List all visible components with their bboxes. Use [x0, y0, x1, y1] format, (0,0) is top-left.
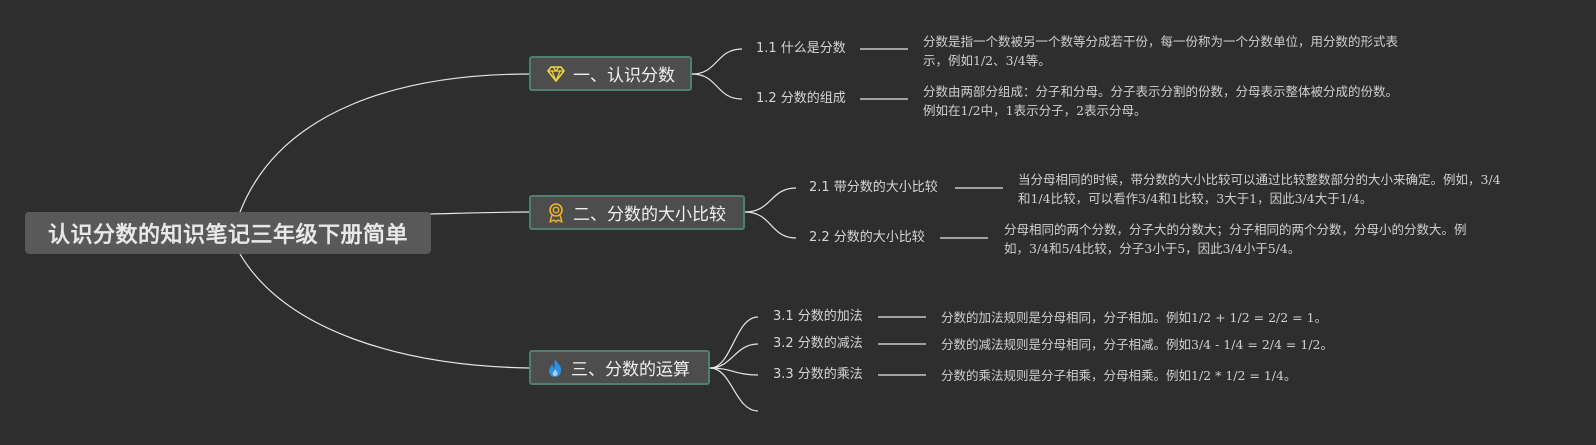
branch-2-2: [744, 211, 797, 239]
subtopic-3-1[interactable]: 3.1 分数的加法: [773, 309, 863, 324]
subtopic-1-1[interactable]: 1.1 什么是分数: [756, 41, 846, 56]
description-2-2[interactable]: 分母相同的两个分数，分子大的分数大；分子相同的两个分数，分母小的分数大。例如，3…: [1004, 222, 1467, 256]
topic-label: 一、认识分数: [573, 66, 675, 86]
branch-3-4: [709, 367, 759, 412]
root-link-1: [239, 73, 531, 213]
branch-1-2: [691, 73, 743, 100]
subtopic-3-2[interactable]: 3.2 分数的减法: [773, 336, 863, 351]
root-link-3: [239, 253, 531, 369]
root-topic[interactable]: 认识分数的知识笔记三年级下册简单: [25, 212, 431, 254]
description-3-1[interactable]: 分数的加法规则是分母相同，分子相加。例如1/2 + 1/2 = 2/2 = 1。: [941, 310, 1328, 325]
branch-3-1: [709, 316, 759, 369]
topic-label: 二、分数的大小比较: [573, 205, 726, 225]
topic-compare-fractions[interactable]: 二、分数的大小比较: [529, 195, 745, 230]
branch-3-3: [709, 367, 759, 376]
description-3-2[interactable]: 分数的减法规则是分母相同，分子相减。例如3/4 - 1/4 = 2/4 = 1/…: [941, 337, 1333, 352]
subtopic-2-1[interactable]: 2.1 带分数的大小比较: [809, 180, 938, 195]
description-1-2[interactable]: 分数由两部分组成：分子和分母。分子表示分割的份数，分母表示整体被分成的份数。例如…: [923, 84, 1399, 118]
description-2-1[interactable]: 当分母相同的时候，带分数的大小比较可以通过比较整数部分的大小来确定。例如，3/4…: [1018, 172, 1501, 206]
description-3-3[interactable]: 分数的乘法规则是分子相乘，分母相乘。例如1/2 * 1/2 = 1/4。: [941, 368, 1297, 383]
topic-recognize-fractions[interactable]: 一、认识分数: [529, 56, 692, 91]
topic-fraction-operations[interactable]: 三、分数的运算: [529, 350, 710, 385]
medal-icon: [549, 202, 563, 223]
subtopic-1-2[interactable]: 1.2 分数的组成: [756, 91, 846, 106]
topic-label: 三、分数的运算: [571, 360, 690, 380]
branch-2-1: [744, 187, 797, 213]
subtopic-3-3[interactable]: 3.3 分数的乘法: [773, 367, 863, 382]
root-title: 认识分数的知识笔记三年级下册简单: [47, 223, 408, 248]
gem-icon: [547, 65, 565, 82]
description-1-1[interactable]: 分数是指一个数被另一个数等分成若干份，每一份称为一个分数单位，用分数的形式表示，…: [923, 34, 1399, 68]
branch-1-1: [691, 48, 743, 75]
branch-3-2: [709, 343, 759, 369]
subtopic-2-2[interactable]: 2.2 分数的大小比较: [809, 230, 925, 245]
flame-icon: [549, 358, 562, 377]
root-link-2: [429, 211, 531, 215]
